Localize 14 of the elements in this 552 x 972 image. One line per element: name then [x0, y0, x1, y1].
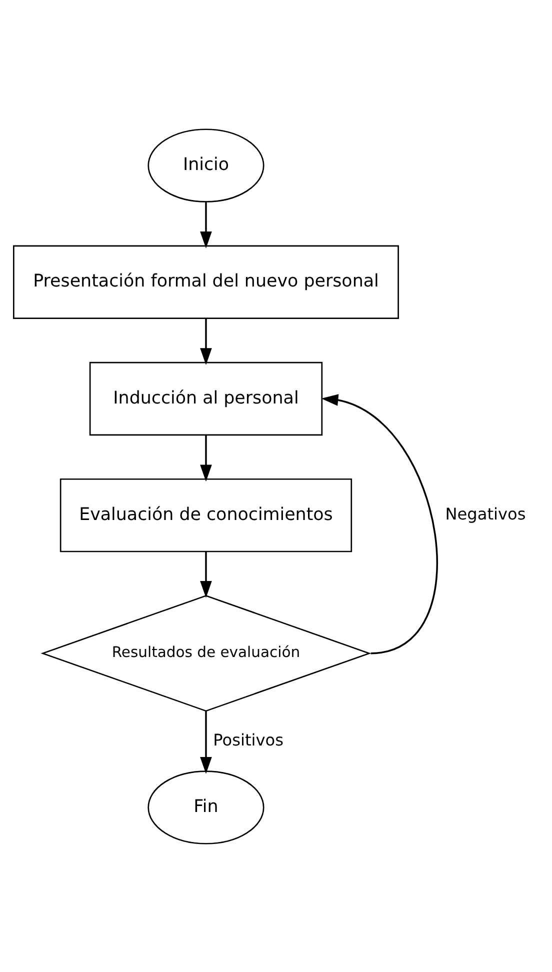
arrow — [200, 202, 212, 248]
arrow — [200, 318, 212, 365]
arrow — [200, 710, 212, 774]
node-diamond: Resultados de evaluación — [40, 594, 372, 712]
node-ellipse: Fin — [148, 770, 264, 844]
arrow — [200, 434, 212, 482]
node-box: Presentación formal del nuevo personal — [13, 244, 399, 318]
node-ellipse: Inicio — [148, 128, 264, 202]
node-box: Evaluación de conocimientos — [60, 478, 352, 552]
arrow — [321, 394, 438, 654]
edge-label: Negativos — [445, 504, 526, 523]
node-box: Inducción al personal — [89, 361, 323, 436]
arrow — [200, 551, 212, 598]
edge-label: Positivos — [213, 730, 284, 749]
